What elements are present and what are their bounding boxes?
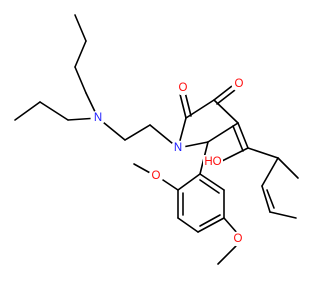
bond (184, 91, 192, 117)
methoxy-oxygen-2: O (230, 231, 246, 247)
bond (237, 122, 249, 149)
atom-labels: N N O O HO O O (90, 76, 247, 247)
bond (216, 89, 236, 105)
bond (261, 185, 271, 213)
amine-nitrogen: N (90, 110, 106, 126)
structure-diagram: N N O O HO O O (14, 14, 299, 265)
ketone-oxygen-2: O (231, 76, 247, 92)
bond (223, 217, 239, 235)
bond (179, 93, 187, 119)
ring-nitrogen: N (170, 140, 186, 156)
bond (14, 101, 41, 121)
bond (74, 14, 87, 42)
bond (269, 211, 297, 219)
bond (213, 85, 233, 101)
bond (219, 147, 249, 163)
bond (232, 125, 244, 152)
molecule-canvas: N N O O HO O O (14, 14, 299, 265)
bond (74, 66, 87, 94)
bond (277, 157, 299, 179)
bond (177, 217, 199, 233)
atom-label: O (234, 233, 243, 245)
atom-label: O (152, 170, 161, 182)
bond (197, 217, 225, 233)
atom-label: HO (204, 156, 221, 168)
bond (217, 243, 239, 265)
bond (261, 157, 279, 187)
bond (199, 214, 221, 227)
bond (247, 147, 279, 159)
ketone-oxygen-1: O (175, 80, 191, 96)
bond (74, 40, 87, 68)
methoxy-oxygen-1: O (148, 168, 164, 184)
atom-label: N (94, 112, 102, 124)
bond (266, 189, 275, 209)
bond (133, 163, 153, 175)
atom-label: O (235, 78, 244, 90)
bond (39, 101, 69, 121)
bond (159, 177, 179, 191)
hydroxyl-group: HO (203, 155, 223, 169)
bond (199, 173, 225, 191)
atom-label: O (179, 82, 188, 94)
atom-label: N (174, 142, 182, 154)
bond (124, 124, 151, 141)
bond (199, 179, 220, 194)
bond (177, 173, 201, 191)
bonds (14, 14, 299, 265)
